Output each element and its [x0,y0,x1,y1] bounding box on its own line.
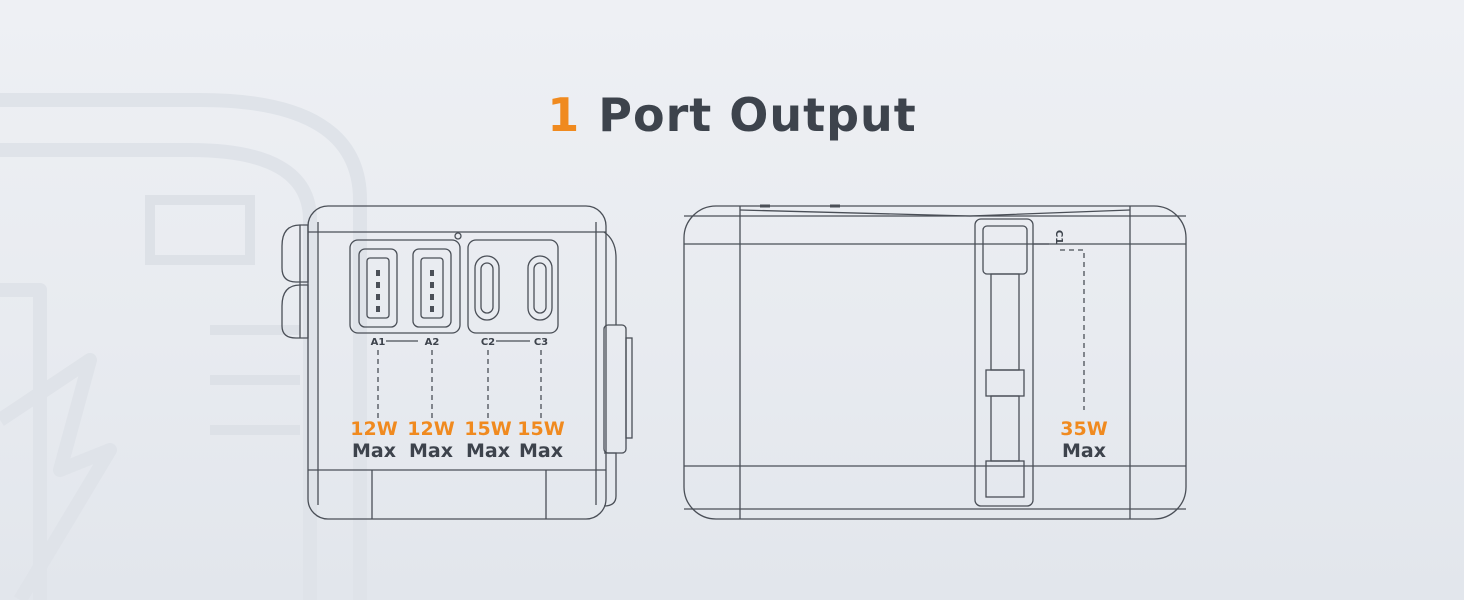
page-title: 1 Port Output [0,88,1464,142]
watt-a1: 12W [350,418,397,440]
right-charger [683,204,1187,520]
watt-c1: 35W [1060,418,1107,440]
max-c3: Max [519,440,563,462]
port-label-c3: C3 [534,337,548,348]
max-c1: Max [1062,440,1106,462]
max-a1: Max [352,440,396,462]
port-label-a1: A1 [371,337,386,348]
port-label-a2: A2 [425,337,440,348]
watt-c3: 15W [517,418,564,440]
title-text: Port Output [598,88,917,142]
max-c2: Max [466,440,510,462]
max-a2: Max [409,440,453,462]
watt-c2: 15W [464,418,511,440]
port-label-c2: C2 [481,337,495,348]
left-charger [281,205,633,520]
usb-a-pins [376,270,434,312]
title-number: 1 [547,88,581,142]
watt-a2: 12W [407,418,454,440]
port-label-c1: C1 [1053,230,1064,244]
